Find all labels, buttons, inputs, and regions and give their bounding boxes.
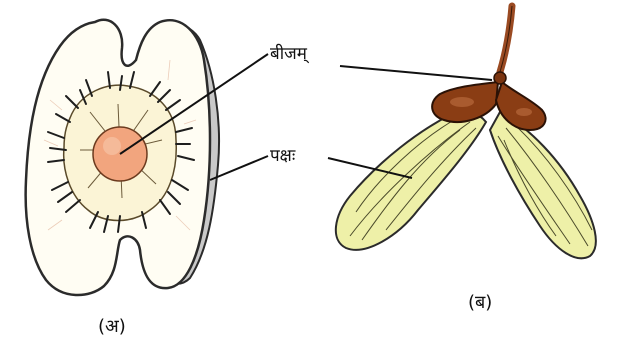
seed-leader-to-b [340, 66, 492, 80]
figure-a-seed-highlight [103, 137, 121, 155]
figure-b-right-wing [490, 112, 596, 258]
label-seed: बीजम् [270, 46, 307, 63]
caption-figure-a: (अ) [98, 318, 126, 336]
figure-b-stem [500, 6, 512, 72]
figure-b-node [494, 72, 506, 84]
figure-b-seed-highlight-2 [516, 108, 532, 116]
label-wing: पक्षः [270, 148, 295, 165]
figure-b-seed-highlight [450, 97, 474, 107]
figure-a-winged-seed [26, 20, 219, 295]
figure-b-samara [336, 6, 596, 258]
caption-figure-b: (ब) [468, 294, 492, 312]
figure-b-left-wing [336, 111, 486, 250]
